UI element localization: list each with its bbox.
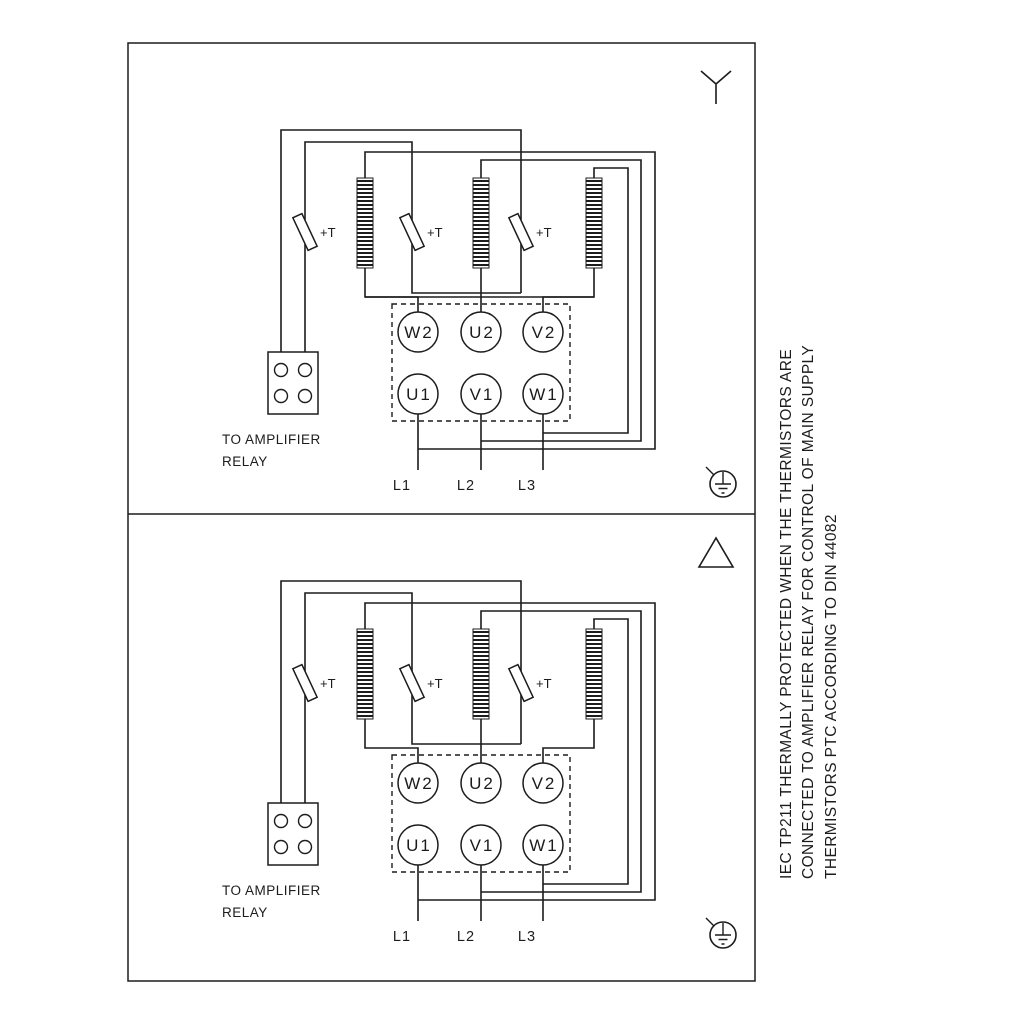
- motor-winding-1: [356, 177, 374, 269]
- relay-note-line2: RELAY: [222, 454, 268, 469]
- terminal-W2-label: W2: [404, 774, 434, 793]
- side-note-line2: CONNECTED TO AMPLIFIER RELAY FOR CONTROL…: [800, 345, 817, 879]
- panel-delta-connection: +T +T +T W2 U2 V2 U1 V1 W1 TO AMPLIFIER …: [222, 536, 737, 949]
- thermistor-1-symbol: [291, 663, 319, 703]
- thermistor-2-label: +T: [427, 225, 443, 240]
- terminal-board-outline: [391, 303, 571, 422]
- terminal-V1-label: V1: [470, 836, 495, 855]
- terminal-W1-label: W1: [529, 385, 559, 404]
- terminal-U2: [460, 762, 502, 804]
- diagram-frame: [127, 42, 756, 982]
- motor-winding-3: [585, 177, 603, 269]
- terminal-W2-label: W2: [404, 323, 434, 342]
- supply-L3-label: L3: [518, 929, 536, 945]
- thermistor-circuit-wire: [280, 580, 522, 803]
- side-note-line1: IEC TP211 THERMALLY PROTECTED WHEN THE T…: [778, 349, 795, 879]
- thermistor-2-symbol: [398, 663, 426, 703]
- supply-line-wires: [417, 865, 544, 921]
- star-symbol-icon: [700, 70, 732, 104]
- terminal-W2: [397, 311, 439, 353]
- relay-terminal-3: [273, 388, 289, 404]
- supply-line-wires: [417, 414, 544, 470]
- panel-star-connection: +T +T +T W2 U2 V2 U1 V1 W1 TO AMPLIFIER …: [222, 70, 737, 498]
- relay-terminal-2: [297, 813, 313, 829]
- relay-terminal-3: [273, 839, 289, 855]
- motor-winding-1: [356, 628, 374, 720]
- motor-winding-2: [472, 628, 490, 720]
- terminal-U2-label: U2: [469, 323, 495, 342]
- supply-L1-label: L1: [393, 929, 411, 945]
- terminal-W1: [522, 824, 564, 866]
- thermistor-2-symbol: [398, 212, 426, 252]
- terminal-U1: [397, 373, 439, 415]
- terminal-W1: [522, 373, 564, 415]
- supply-L2-label: L2: [457, 478, 475, 494]
- terminal-W1-label: W1: [529, 836, 559, 855]
- side-note: IEC TP211 THERMALLY PROTECTED WHEN THE T…: [778, 345, 840, 879]
- terminal-W2: [397, 762, 439, 804]
- thermistor-1-symbol: [291, 212, 319, 252]
- relay-terminal-1: [273, 362, 289, 378]
- terminal-board-outline: [391, 754, 571, 873]
- earth-ground-icon: [705, 466, 737, 498]
- terminal-U1-label: U1: [406, 836, 432, 855]
- terminal-V2-label: V2: [532, 323, 557, 342]
- relay-terminal-1: [273, 813, 289, 829]
- terminal-V2-label: V2: [532, 774, 557, 793]
- thermistor-3-label: +T: [536, 225, 552, 240]
- terminal-U2: [460, 311, 502, 353]
- relay-note-line1: TO AMPLIFIER: [222, 883, 321, 898]
- supply-L1-label: L1: [393, 478, 411, 494]
- terminal-V1: [460, 824, 502, 866]
- terminal-V2: [522, 311, 564, 353]
- thermistor-1-label: +T: [320, 225, 336, 240]
- terminal-U2-label: U2: [469, 774, 495, 793]
- thermistor-circuit-wire: [280, 129, 522, 352]
- thermistor-3-symbol: [507, 663, 535, 703]
- relay-note-line1: TO AMPLIFIER: [222, 432, 321, 447]
- relay-note-line2: RELAY: [222, 905, 268, 920]
- supply-L3-label: L3: [518, 478, 536, 494]
- delta-symbol-icon: [697, 536, 735, 568]
- thermistor-2-label: +T: [427, 676, 443, 691]
- relay-terminal-4: [297, 839, 313, 855]
- earth-ground-icon: [705, 917, 737, 949]
- side-note-line3: THERMISTORS PTC ACCORDING TO DIN 44082: [823, 514, 840, 879]
- motor-winding-2: [472, 177, 490, 269]
- relay-terminal-2: [297, 362, 313, 378]
- winding-interconnect-wires: [364, 602, 656, 901]
- supply-L2-label: L2: [457, 929, 475, 945]
- terminal-U1: [397, 824, 439, 866]
- terminal-V1-label: V1: [470, 385, 495, 404]
- amplifier-relay-box: [267, 802, 319, 866]
- terminal-V1: [460, 373, 502, 415]
- relay-terminal-4: [297, 388, 313, 404]
- thermistor-3-symbol: [507, 212, 535, 252]
- thermistor-3-label: +T: [536, 676, 552, 691]
- motor-winding-3: [585, 628, 603, 720]
- terminal-V2: [522, 762, 564, 804]
- thermistor-1-label: +T: [320, 676, 336, 691]
- terminal-U1-label: U1: [406, 385, 432, 404]
- amplifier-relay-box: [267, 351, 319, 415]
